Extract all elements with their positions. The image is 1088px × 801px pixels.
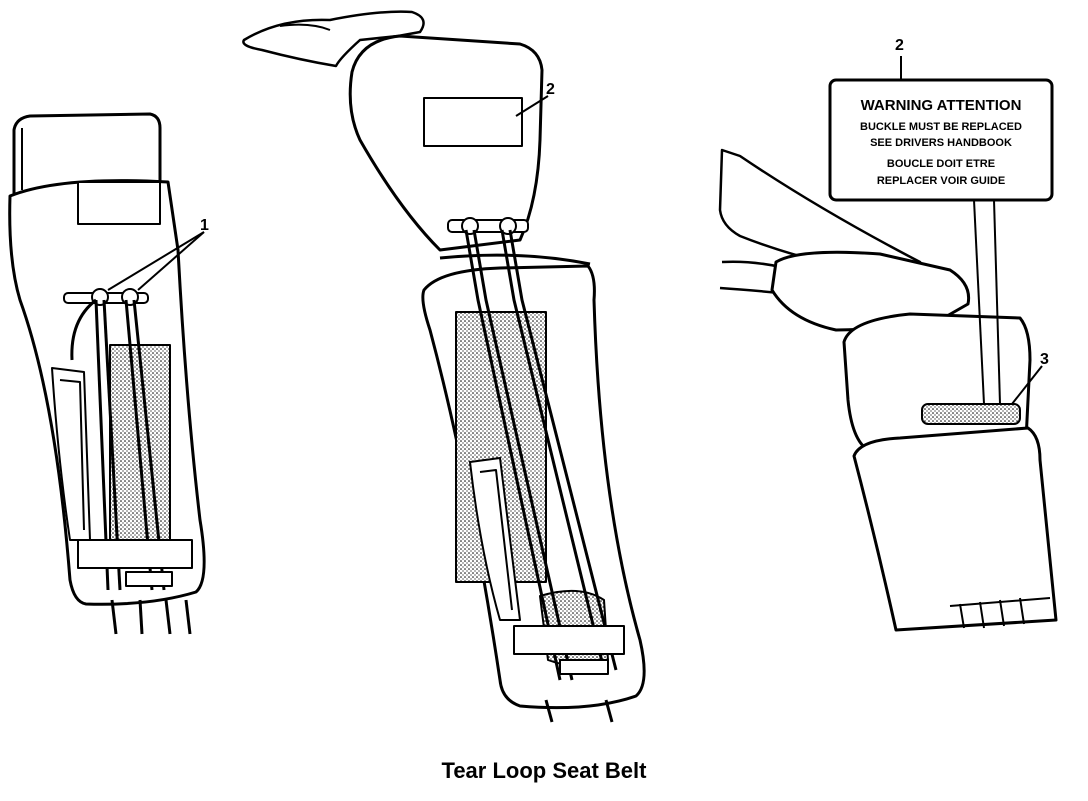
right-callout-leaders bbox=[900, 56, 1043, 405]
callout-2-middle: 2 bbox=[546, 81, 555, 98]
warning-label-line4: BOUCLE DOIT ETRE bbox=[887, 158, 995, 170]
callout-3: 3 bbox=[1040, 351, 1049, 368]
middle-tear-loops bbox=[439, 229, 618, 681]
warning-label: WARNING ATTENTION BUCKLE MUST BE REPLACE… bbox=[828, 78, 1054, 202]
warning-label-frame bbox=[828, 78, 1054, 202]
middle-buckle-side-clip bbox=[469, 457, 521, 621]
warning-label-line5: REPLACER VOIR GUIDE bbox=[877, 175, 1005, 187]
left-buckle-strap bbox=[110, 599, 192, 635]
middle-buckle-base-plate bbox=[513, 625, 625, 655]
warning-label-line3: SEE DRIVERS HANDBOOK bbox=[870, 137, 1012, 149]
left-buckle-base-plate bbox=[77, 539, 193, 569]
figure-caption: Tear Loop Seat Belt bbox=[441, 758, 647, 783]
right-buckle-slots bbox=[949, 597, 1051, 629]
left-buckle-assembly bbox=[8, 112, 206, 635]
left-callout-leaders bbox=[107, 231, 205, 291]
left-buckle-window bbox=[77, 181, 161, 225]
warning-label-line1: WARNING ATTENTION bbox=[861, 97, 1022, 114]
middle-buckle-assembly bbox=[242, 10, 646, 723]
right-buckle-body bbox=[852, 426, 1058, 632]
right-buckle-tab bbox=[921, 403, 1021, 425]
middle-callout-leader bbox=[515, 95, 549, 117]
callout-1: 1 bbox=[200, 217, 209, 234]
middle-buckle-strap bbox=[544, 699, 614, 723]
warning-label-line2: BUCKLE MUST BE REPLACED bbox=[860, 121, 1022, 133]
right-buckle-assembly bbox=[718, 148, 1058, 632]
left-buckle-back-housing bbox=[12, 112, 162, 198]
middle-buckle-window bbox=[423, 97, 523, 147]
callout-2-right: 2 bbox=[895, 37, 904, 54]
